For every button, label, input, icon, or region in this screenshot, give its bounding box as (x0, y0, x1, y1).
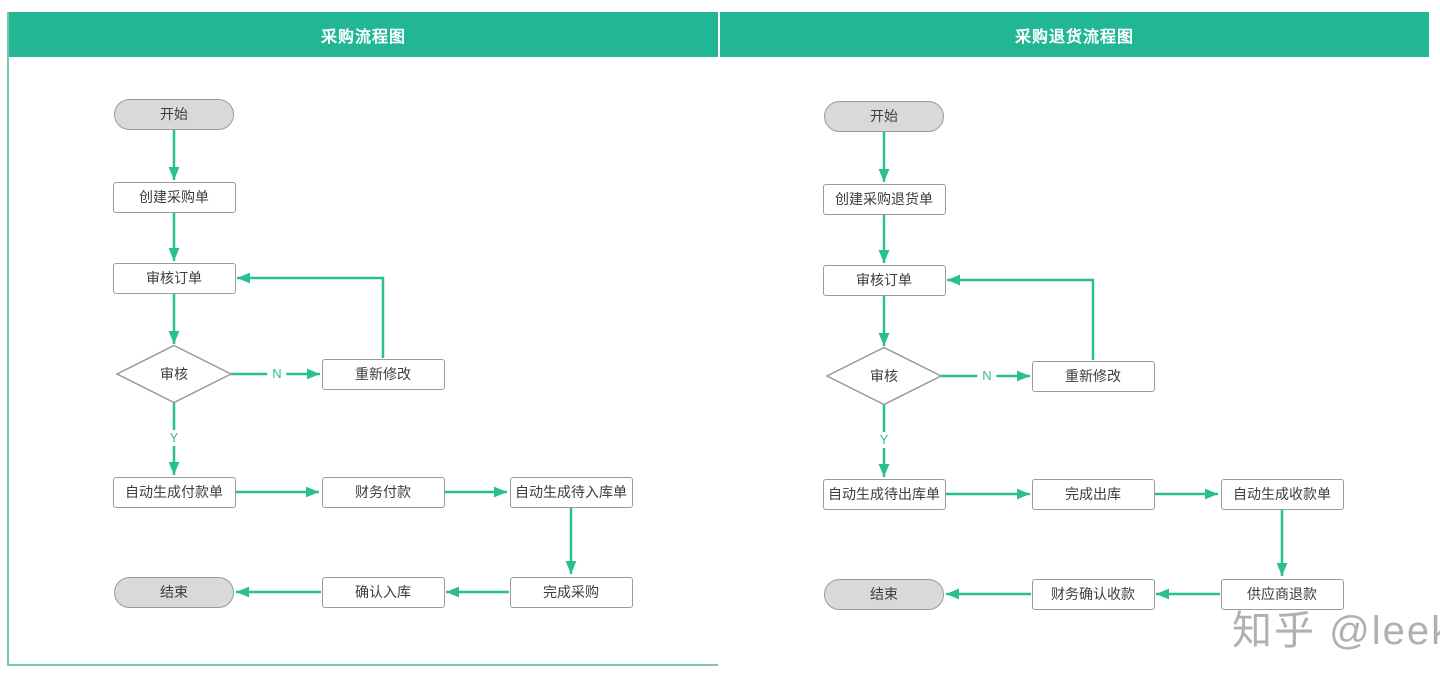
node-complete-purchase: 完成采购 (509, 576, 633, 608)
node-review-decision: 审核 (160, 366, 188, 382)
edge-label-n: N (977, 368, 997, 384)
node-auto-generate-pending-inbound-order: 自动生成待入库单 (509, 476, 633, 508)
node-end: 结束 (114, 576, 234, 608)
node-review-decision: 审核 (870, 368, 898, 384)
node-review-order: 审核订单 (822, 264, 946, 296)
panel-title-purchase-return-flow: 采购退货流程图 (720, 12, 1429, 57)
panel-title-purchase-flow: 采购流程图 (9, 12, 718, 57)
node-complete-outbound: 完成出库 (1031, 478, 1155, 510)
node-confirm-inbound: 确认入库 (321, 576, 445, 608)
node-supplier-refund: 供应商退款 (1220, 578, 1344, 610)
node-auto-generate-receipt-order: 自动生成收款单 (1220, 478, 1344, 510)
node-start: 开始 (114, 98, 234, 130)
node-auto-generate-pending-outbound-order: 自动生成待出库单 (822, 478, 946, 510)
edge-label-n: N (267, 366, 287, 382)
node-start: 开始 (824, 100, 944, 132)
node-finance-confirm-receipt: 财务确认收款 (1031, 578, 1155, 610)
node-auto-generate-payment-order: 自动生成付款单 (112, 476, 236, 508)
node-review-order: 审核订单 (112, 262, 236, 294)
edge-label-y: Y (874, 432, 894, 448)
watermark: 知乎 @leek (1232, 609, 1440, 653)
node-finance-payment: 财务付款 (321, 476, 445, 508)
edge-label-y: Y (164, 430, 184, 446)
node-end: 结束 (824, 578, 944, 610)
node-modify-again: 重新修改 (321, 358, 445, 390)
node-create-purchase-return-order: 创建采购退货单 (822, 183, 946, 215)
node-create-purchase-order: 创建采购单 (112, 181, 236, 213)
node-modify-again: 重新修改 (1031, 360, 1155, 392)
